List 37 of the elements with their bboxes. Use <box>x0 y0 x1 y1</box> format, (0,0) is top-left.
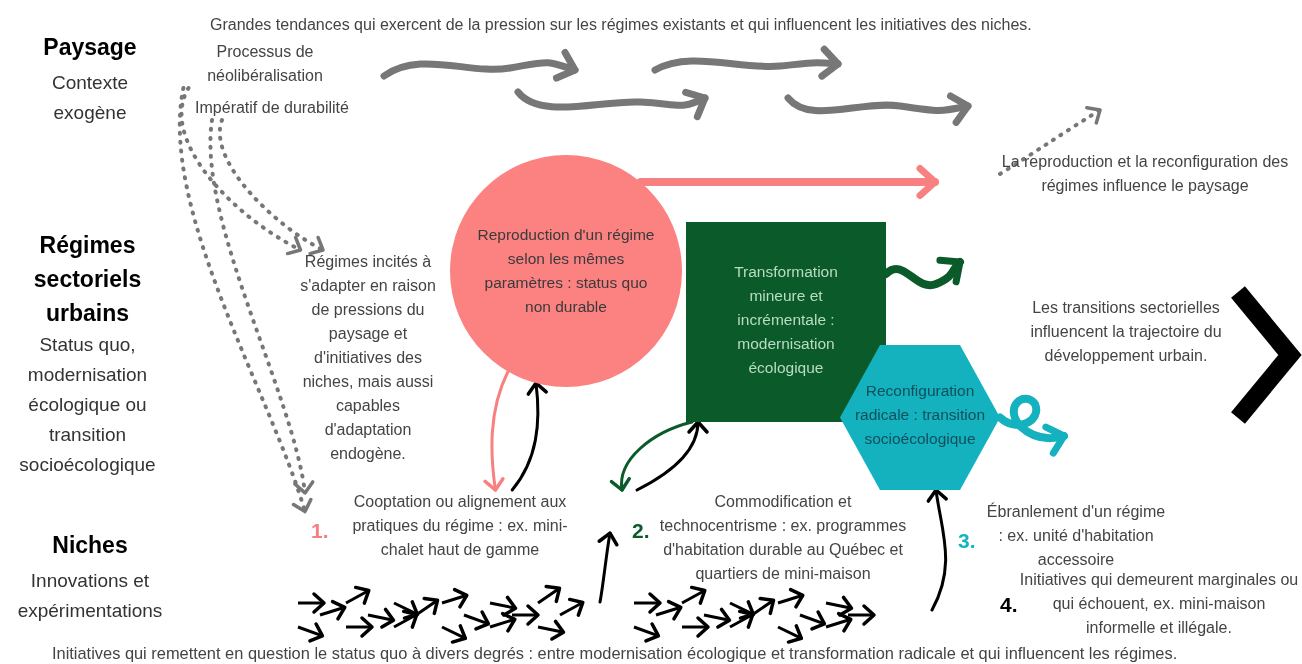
level-description: Contexte exogène <box>50 71 129 125</box>
arrow <box>483 370 510 492</box>
dotted-arrow <box>217 118 325 255</box>
step-number: 4. <box>1000 592 1018 618</box>
description-text: Les transitions sectorielles influencent la trajectoire du développement urbain. <box>1020 296 1232 368</box>
arrow <box>926 488 949 612</box>
dotted-arrow <box>208 118 314 495</box>
arrow <box>996 394 1068 457</box>
description-text: Régimes incités à s'adapter en raison de pressions du paysage et d'initiatives des niches, mais aussi capables d'adaptation endogène. <box>293 250 443 466</box>
level-heading: Niches <box>51 532 129 558</box>
description-text: Cooptation ou alignement aux pratiques du régime : ex. mini-chalet haut de gamme <box>351 492 569 560</box>
description-text: Initiatives qui demeurent marginales ou qui échouent, ex. mini-maison informelle et illégale. <box>1018 570 1300 638</box>
description-text: Commodification et technocentrisme : ex. programmes d'habitation durable au Québec et quartiers de mini-maison <box>658 492 908 584</box>
arrow <box>636 165 939 199</box>
note-text: Initiatives qui remettent en question le status quo à divers degrés : entre modernisation écologique et transformation radicale et qui influencent les régimes. <box>52 643 1179 664</box>
arrow <box>510 381 548 492</box>
dotted-arrow <box>998 105 1102 176</box>
level-heading: Régimes sectoriels urbains <box>32 231 143 328</box>
description-text: Ébranlement d'un régime : ex. unité d'habitation accessoire <box>986 501 1166 570</box>
dotted-arrow <box>177 86 313 514</box>
description-text: La reproduction et la reconfiguration des régimes influence le paysage <box>1000 150 1290 198</box>
arrow <box>610 420 694 492</box>
step-number: 3. <box>958 528 976 554</box>
note-text: Grandes tendances qui exercent de la pression sur les régimes existants et qui influencent les initiatives des niches. <box>210 15 1033 35</box>
description-text: Impératif de durabilité <box>172 96 372 120</box>
arrow <box>597 531 619 604</box>
level-description: Status quo, modernisation écologique ou transition socioécologique <box>18 333 157 477</box>
dotted-arrow <box>179 86 303 255</box>
step-number: 2. <box>632 518 650 544</box>
shape-label: Reproduction d'un régime selon les mêmes paramètres : status quo non durable <box>476 225 656 317</box>
description-text: Processus de néolibéralisation <box>180 40 350 88</box>
arrow <box>635 420 708 492</box>
level-heading: Paysage <box>42 34 138 60</box>
step-number: 1. <box>311 518 329 544</box>
level-description: Innovations et expérimentations <box>16 569 164 623</box>
shape-label: Transformation mineure et incrémentale : modernisation écologique <box>733 262 839 378</box>
shape-label: Reconfiguration radicale : transition socioécologique <box>853 381 987 449</box>
